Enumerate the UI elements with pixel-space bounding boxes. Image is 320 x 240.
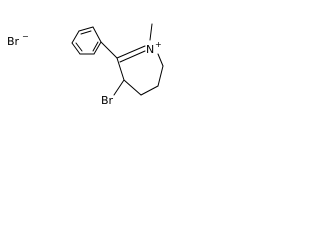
bromine-substituent-symbol: Br — [101, 94, 114, 107]
phenyl-bond-1 — [78, 26, 94, 32]
c4-c3-bond — [123, 79, 142, 96]
n-c6-bond — [157, 53, 164, 67]
phenyl-bond-6 — [92, 26, 102, 43]
bromide-ion: Br − — [7, 32, 29, 48]
phenyl-double-2 — [75, 42, 83, 52]
phenyl-bond-2 — [71, 30, 80, 44]
nitrogen-charge: + — [155, 40, 162, 49]
structure-diagram: Br − N + Br — [7, 23, 164, 107]
phenyl-to-ring-bond — [100, 41, 118, 59]
phenyl-bond-3 — [71, 42, 81, 55]
phenyl-double-3 — [92, 41, 99, 52]
bromide-charge: − — [22, 32, 29, 41]
n-methyl-bond — [149, 23, 153, 41]
nitrogen-symbol: N — [146, 43, 154, 56]
pyridinium-ring — [116, 45, 164, 96]
phenyl-double-1 — [80, 30, 92, 35]
c6-c5-bond — [157, 65, 164, 87]
cn-double-bond-outer — [116, 45, 146, 59]
c-br-bond — [113, 79, 125, 96]
phenyl-bond-5 — [93, 41, 102, 55]
cn-double-bond-inner — [119, 50, 146, 63]
bromide-symbol: Br — [7, 35, 20, 48]
phenyl-ring — [71, 26, 102, 55]
nitrogen-atom: N + — [146, 40, 162, 56]
c5-c4-bond — [140, 85, 159, 96]
c3-c2-bond — [116, 57, 125, 81]
